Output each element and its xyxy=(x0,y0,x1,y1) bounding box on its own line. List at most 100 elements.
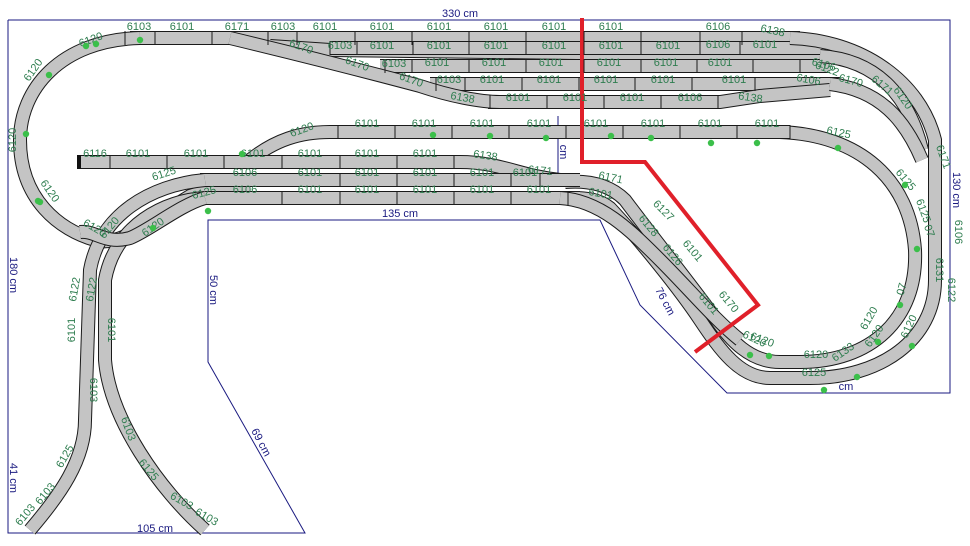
dim-top-width: 330 cm xyxy=(442,8,478,20)
track-piece-label: 6101 xyxy=(413,167,437,179)
track-piece-label: 6101 xyxy=(425,57,449,69)
track-piece-label: 6101 xyxy=(753,39,777,51)
track-piece-label: 6101 xyxy=(484,21,508,33)
track-piece-label: 6101 xyxy=(537,74,561,86)
track-piece-label: 6101 xyxy=(539,57,563,69)
track-piece-label: 6101 xyxy=(470,167,494,179)
cut-line xyxy=(580,18,761,354)
track-piece-label: 6106 xyxy=(952,220,964,244)
track-piece-label: 6101 xyxy=(641,118,665,130)
track-piece-label: 6171 xyxy=(528,164,553,178)
track-piece-label: 6106 xyxy=(706,21,730,33)
track-piece-label: 6101 xyxy=(599,21,623,33)
tree-layer xyxy=(22,36,921,394)
diag-track xyxy=(559,191,745,346)
dim-bottom-right: cm xyxy=(839,381,854,393)
mid-track-1 xyxy=(245,125,790,166)
board-outline xyxy=(7,19,951,534)
track-piece-label: 6101 xyxy=(298,148,322,160)
tree-icon xyxy=(34,197,42,205)
track-piece-label: 6138 xyxy=(449,90,475,106)
track-piece-label: 6170 xyxy=(716,289,741,315)
track-piece-label: 6101 xyxy=(620,92,644,104)
tree-icon xyxy=(45,71,53,79)
track-piece-label: 6101 xyxy=(470,118,494,130)
track-piece-label: 6171 xyxy=(597,170,623,187)
track-piece-label: 6138 xyxy=(472,148,498,163)
track-piece-label: 6101 xyxy=(355,148,379,160)
tree-icon xyxy=(82,42,90,50)
track-piece-label: 6131 xyxy=(933,258,945,282)
track-piece-label: 6103 xyxy=(437,74,461,86)
track-piece-label: 6103 xyxy=(127,21,151,33)
track-piece-label: 6106 xyxy=(706,39,730,51)
track-piece-label: 6101 xyxy=(542,21,566,33)
track-piece-label: 6101 xyxy=(484,40,508,52)
track-piece-label: 6101 xyxy=(594,74,618,86)
track-piece-label: 6101 xyxy=(470,184,494,196)
tree-icon xyxy=(92,40,100,48)
tree-icon xyxy=(834,144,842,152)
track-piece-label: 6101 xyxy=(597,57,621,69)
right-outer-loop-2 xyxy=(819,49,929,163)
track-piece-label: 6127 xyxy=(650,198,676,224)
tree-icon xyxy=(136,36,144,44)
tree-icon xyxy=(149,224,157,232)
track-piece-label: 6138 xyxy=(759,23,785,40)
track-piece-label: 6101 xyxy=(427,21,451,33)
track-piece-label: 6101 xyxy=(170,21,194,33)
track-piece-label: 6101 xyxy=(656,40,680,52)
tree-icon xyxy=(765,352,773,360)
track-piece-label: 6101 xyxy=(241,148,265,160)
tree-icon xyxy=(204,207,212,215)
track-piece-label: 6101 xyxy=(482,57,506,69)
dim-diag-lower: 69 cm xyxy=(248,427,273,459)
track-piece-label: 6101 xyxy=(313,21,337,33)
tree-icon xyxy=(607,132,615,140)
track-piece-label: 6138 xyxy=(737,90,763,105)
dim-inner-vertical: 50 cm xyxy=(207,275,219,305)
track-piece-label: 6120 xyxy=(7,128,19,152)
track-piece-label: 6101 xyxy=(542,40,566,52)
dim-bottom-width: 105 cm xyxy=(137,523,173,535)
track-piece-label: 6171 xyxy=(225,21,249,33)
left-junction-curves xyxy=(24,173,210,536)
yard-track-5 xyxy=(488,83,831,109)
tree-icon xyxy=(913,245,921,253)
tree-icon xyxy=(238,150,246,158)
track-piece-label: 6101 xyxy=(427,40,451,52)
track-piece-label: 6106 xyxy=(678,92,702,104)
tree-icon xyxy=(647,134,655,142)
dim-left-lower: 41 cm xyxy=(7,463,19,493)
track-piece-label: 6101 xyxy=(513,167,537,179)
yard-ladder xyxy=(228,31,501,109)
track-piece-label: 6106 xyxy=(233,184,257,196)
dim-inner-width: 135 cm xyxy=(382,208,418,220)
track-piece-label: 6101 xyxy=(755,118,779,130)
track-piece-label: 6101 xyxy=(527,118,551,130)
tree-icon xyxy=(542,134,550,142)
tree-icon xyxy=(753,139,761,147)
track-piece-label: 6103 xyxy=(87,378,99,402)
right-inner-loop xyxy=(564,125,923,369)
track-piece-label: 6101 xyxy=(370,40,394,52)
track-piece-label: 6101 xyxy=(298,184,322,196)
track-piece-label: 6101 xyxy=(708,57,732,69)
dim-right-height: 130 cm xyxy=(950,172,962,208)
tree-icon xyxy=(874,338,882,346)
tree-icon xyxy=(901,181,909,189)
track-piece-label: 6103 xyxy=(271,21,295,33)
track-piece-label: 6125 xyxy=(802,367,826,379)
tree-icon xyxy=(22,130,30,138)
buffer-stop xyxy=(77,155,81,169)
track-piece-label: 6103 xyxy=(328,40,352,52)
track-piece-label: 6120 xyxy=(804,349,828,361)
track-piece-label: 6101 xyxy=(599,40,623,52)
track-piece-label: 6116 xyxy=(83,148,107,160)
track-piece-label: 6101 xyxy=(651,74,675,86)
track-piece-label: 6101 xyxy=(413,148,437,160)
dim-left-height: 180 cm xyxy=(7,257,19,293)
dim-mid-short: cm xyxy=(557,145,569,160)
track-piece-label: 6101 xyxy=(298,167,322,179)
